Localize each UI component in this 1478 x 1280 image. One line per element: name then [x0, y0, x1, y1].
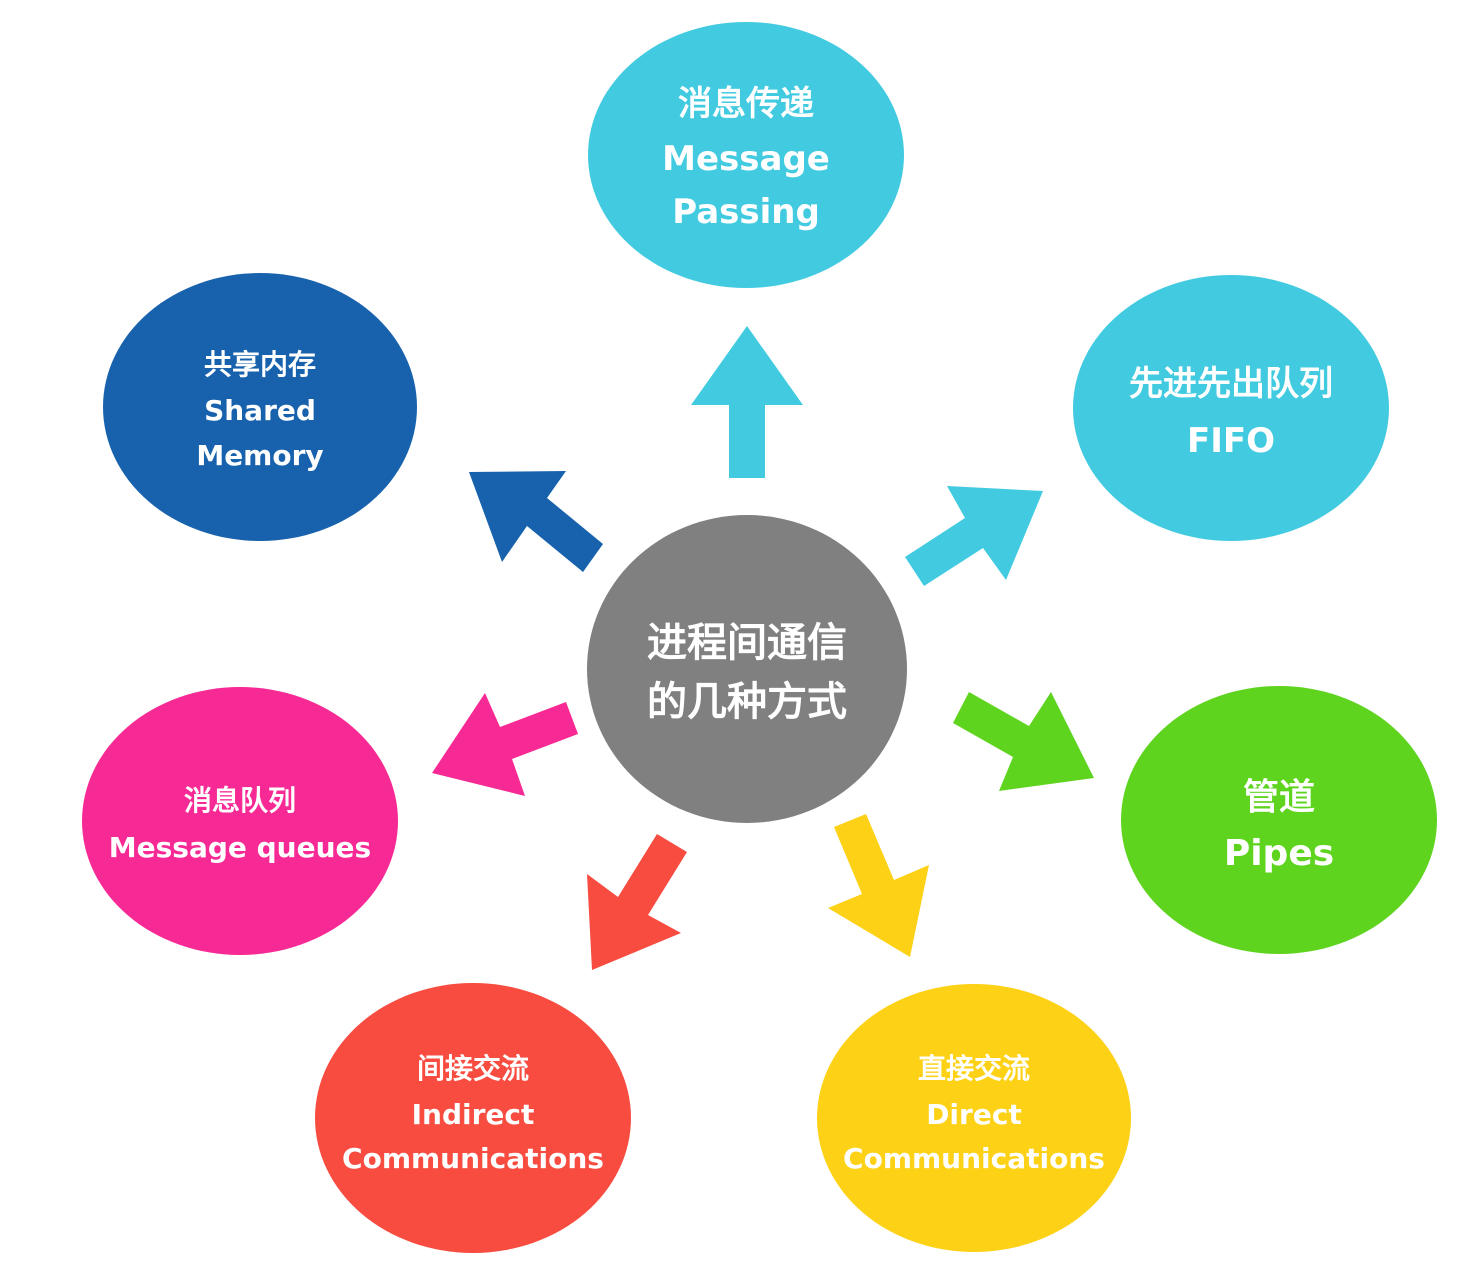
node-label-line: Memory	[196, 439, 323, 472]
node-label-line: 消息队列	[184, 784, 296, 817]
node-pipes: 管道 Pipes	[1121, 686, 1437, 954]
node-label-line: 先进先出队列	[1129, 364, 1333, 404]
node-label-line: Indirect	[412, 1098, 535, 1131]
center-label-line: 进程间通信	[647, 620, 847, 666]
center-circle	[587, 515, 907, 823]
arrow-to-pipes	[953, 692, 1094, 791]
arrow-to-indirect-communications	[587, 834, 687, 970]
center-label-line: 的几种方式	[647, 679, 847, 725]
arrow-to-shared-memory	[469, 471, 603, 572]
arrows-layer	[432, 326, 1094, 970]
node-label-line: Passing	[672, 192, 820, 232]
node-label-line: 间接交流	[417, 1052, 529, 1085]
node-label-line: Message queues	[109, 831, 371, 864]
node-ellipse	[817, 984, 1131, 1252]
node-label-line: 管道	[1243, 777, 1315, 818]
arrow-to-message-queues	[432, 693, 578, 796]
node-label-line: Message	[662, 139, 830, 179]
node-label-line: Pipes	[1224, 833, 1334, 874]
node-label-line: 直接交流	[918, 1052, 1030, 1085]
node-label-line: FIFO	[1187, 421, 1275, 461]
node-ellipse	[588, 22, 904, 288]
arrow-to-direct-communications	[828, 814, 929, 957]
node-ellipse	[82, 687, 398, 955]
node-label-line: Shared	[204, 394, 316, 427]
node-message-queues: 消息队列 Message queues	[82, 687, 398, 955]
node-label-line: 共享内存	[204, 348, 316, 381]
node-ellipse	[103, 273, 417, 541]
node-ellipse	[1073, 275, 1389, 541]
node-fifo: 先进先出队列 FIFO	[1073, 275, 1389, 541]
node-label-line: Direct	[926, 1098, 1022, 1131]
node-ellipse	[1121, 686, 1437, 954]
arrow-to-message-passing	[691, 326, 803, 478]
arrow-to-fifo	[905, 486, 1043, 586]
node-label-line: 消息传递	[678, 84, 814, 124]
node-label-line: Communications	[342, 1142, 604, 1175]
node-ellipse	[315, 983, 631, 1253]
node-label-line: Communications	[843, 1142, 1105, 1175]
